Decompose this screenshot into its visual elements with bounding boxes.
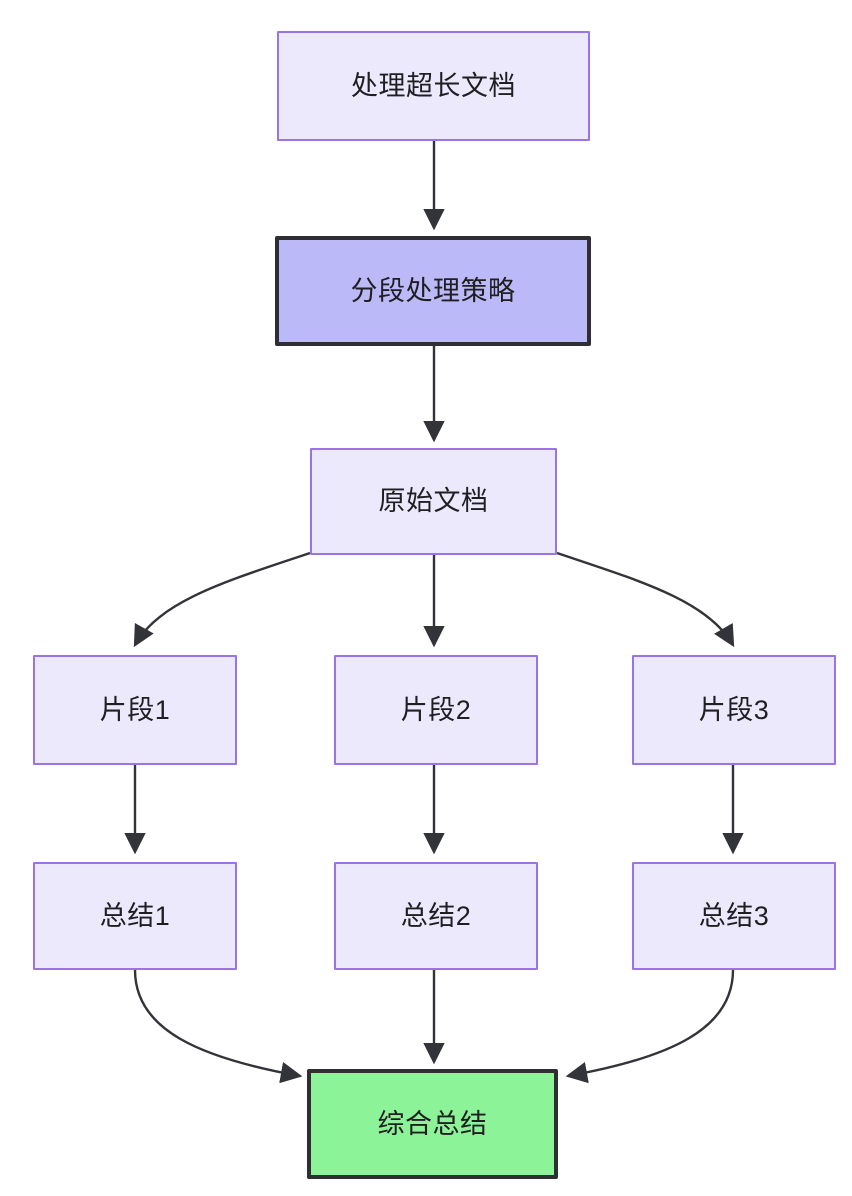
node-label-final-summary: 综合总结 [377,1108,488,1139]
node-chunk-strategy[interactable]: 分段处理策略 [275,236,591,346]
edge-summary-1-to-final-summary [133,969,303,1084]
node-fragment-1[interactable]: 片段1 [33,655,237,765]
edge-summary-3-to-final-summary [565,969,735,1084]
node-fragment-3[interactable]: 片段3 [632,655,836,765]
node-label-doc-root: 处理超长文档 [351,70,516,101]
node-label-fragment-1: 片段1 [99,694,171,725]
node-label-summary-3: 总结3 [698,900,770,931]
node-final-summary[interactable]: 综合总结 [307,1069,558,1179]
node-label-chunk-strategy: 分段处理策略 [350,275,516,306]
node-label-fragment-3: 片段3 [698,694,770,725]
node-label-fragment-2: 片段2 [400,694,472,725]
node-summary-1[interactable]: 总结1 [33,862,237,970]
node-label-summary-2: 总结2 [400,900,472,931]
node-label-summary-1: 总结1 [99,900,171,931]
node-doc-root[interactable]: 处理超长文档 [277,31,590,141]
node-summary-3[interactable]: 总结3 [632,862,836,970]
edge-original-doc-to-fragment-1 [133,551,311,648]
node-label-original-doc: 原始文档 [378,486,489,517]
node-original-doc[interactable]: 原始文档 [310,448,557,555]
node-fragment-2[interactable]: 片段2 [334,655,538,765]
edge-original-doc-to-fragment-3 [556,551,735,648]
node-summary-2[interactable]: 总结2 [334,862,538,970]
